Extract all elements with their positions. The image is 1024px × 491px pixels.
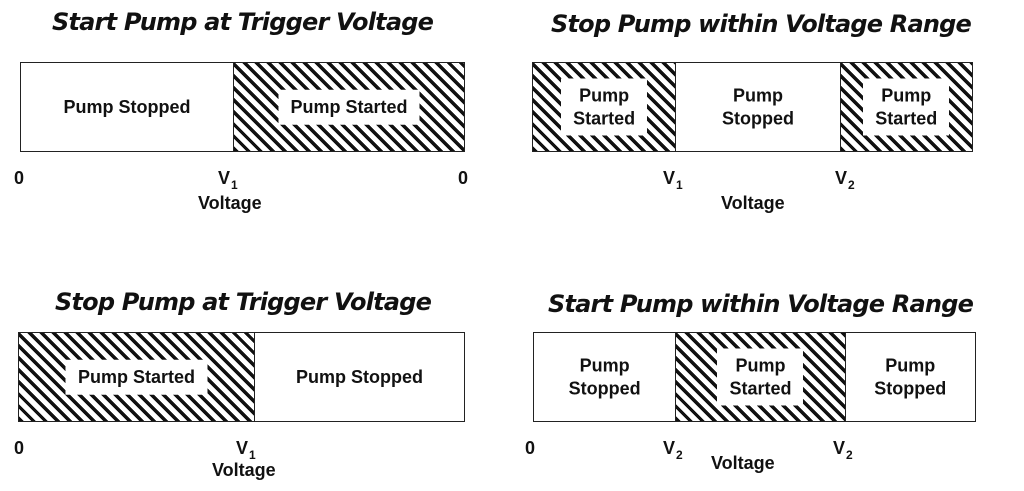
voltage-bar: Pump Started Pump Stopped Pump Started bbox=[532, 62, 973, 152]
voltage-bar: Pump Stopped Pump Started bbox=[20, 62, 465, 152]
axis-label: Voltage bbox=[212, 460, 276, 480]
segment-pump-stopped: Pump Stopped bbox=[675, 63, 840, 151]
tick-main: 0 bbox=[525, 438, 536, 458]
segment-pump-stopped: Pump Stopped bbox=[21, 63, 234, 151]
tick-label: 0 bbox=[458, 168, 468, 189]
voltage-bar: Pump Stopped Pump Started Pump Stopped bbox=[533, 332, 976, 422]
tick-main: V bbox=[663, 168, 676, 188]
tick-label: V1 bbox=[236, 438, 256, 462]
tick-label: 0 bbox=[14, 438, 24, 459]
segment-label: Pump Stopped bbox=[721, 84, 794, 130]
tick-subscript: 1 bbox=[249, 448, 256, 462]
panel-title: Stop Pump within Voltage Range bbox=[551, 10, 972, 38]
segment-label: Pump Started bbox=[717, 348, 804, 406]
segment-pump-started: Pump Started bbox=[675, 333, 845, 421]
segment-pump-stopped: Pump Stopped bbox=[844, 333, 975, 421]
tick-subscript: 1 bbox=[231, 178, 238, 192]
tick-label: 0 bbox=[14, 168, 24, 189]
tick-main: V bbox=[835, 168, 848, 188]
panel-title: Stop Pump at Trigger Voltage bbox=[55, 288, 432, 316]
tick-main: 0 bbox=[14, 438, 25, 458]
tick-label: V1 bbox=[218, 168, 238, 192]
axis-label: Voltage bbox=[711, 453, 775, 473]
segment-label: Pump Stopped bbox=[63, 95, 191, 119]
segment-label: Pump Stopped bbox=[874, 354, 947, 400]
segment-pump-stopped: Pump Stopped bbox=[253, 333, 464, 421]
panel-title: Start Pump within Voltage Range bbox=[548, 290, 974, 318]
segment-pump-started: Pump Started bbox=[839, 63, 972, 151]
segment-label: Pump Stopped bbox=[295, 365, 423, 389]
tick-main: V bbox=[833, 438, 846, 458]
axis-label: Voltage bbox=[198, 193, 262, 213]
tick-label: V2 bbox=[833, 438, 853, 462]
tick-main: 0 bbox=[14, 168, 25, 188]
segment-label: Pump Started bbox=[863, 78, 950, 136]
tick-main: V bbox=[218, 168, 231, 188]
tick-label: V2 bbox=[835, 168, 855, 192]
tick-main: 0 bbox=[458, 168, 469, 188]
segment-pump-started: Pump Started bbox=[19, 333, 254, 421]
axis-label: Voltage bbox=[721, 193, 785, 213]
tick-subscript: 2 bbox=[846, 448, 853, 462]
tick-label: V1 bbox=[663, 168, 683, 192]
tick-label: V2 bbox=[663, 438, 683, 462]
voltage-bar: Pump Started Pump Stopped bbox=[18, 332, 465, 422]
segment-pump-started: Pump Started bbox=[533, 63, 676, 151]
panel-title: Start Pump at Trigger Voltage bbox=[52, 8, 434, 36]
segment-pump-stopped: Pump Stopped bbox=[534, 333, 676, 421]
segment-label: Pump Stopped bbox=[568, 354, 641, 400]
tick-main: V bbox=[236, 438, 249, 458]
segment-label: Pump Started bbox=[278, 89, 420, 125]
tick-subscript: 1 bbox=[676, 178, 683, 192]
tick-subscript: 2 bbox=[676, 448, 683, 462]
tick-subscript: 2 bbox=[848, 178, 855, 192]
segment-pump-started: Pump Started bbox=[233, 63, 464, 151]
tick-label: 0 bbox=[525, 438, 535, 459]
segment-label: Pump Started bbox=[65, 359, 207, 395]
tick-main: V bbox=[663, 438, 676, 458]
segment-label: Pump Started bbox=[561, 78, 648, 136]
